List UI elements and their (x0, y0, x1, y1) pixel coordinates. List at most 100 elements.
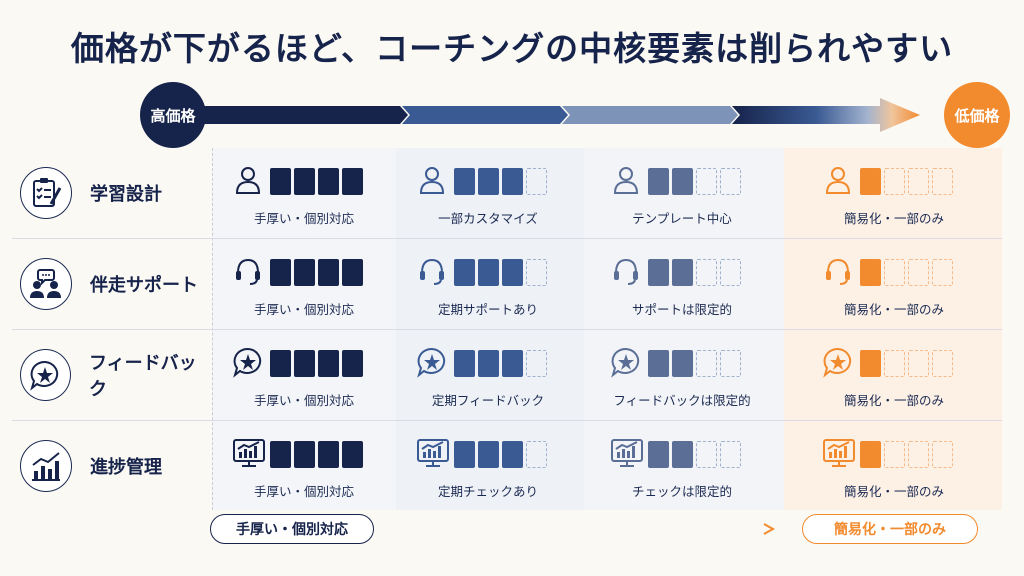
legend-dotted-arrow (386, 523, 776, 535)
level-block-empty (908, 441, 929, 468)
level-blocks (860, 350, 953, 377)
level-cell: 手厚い・個別対応 (214, 239, 394, 329)
level-block-empty (720, 168, 741, 195)
bar-chart-icon (20, 440, 72, 492)
level-block-filled (502, 441, 523, 468)
level-block-filled (648, 350, 669, 377)
level-block-filled (860, 441, 881, 468)
legend-high: 手厚い・個別対応 (210, 514, 374, 544)
level-label: 簡易化・一部のみ (843, 393, 944, 408)
level-block-filled (672, 441, 693, 468)
level-blocks (454, 350, 547, 377)
level-block-filled (648, 259, 669, 286)
level-block-filled (502, 350, 523, 377)
level-block-empty (720, 441, 741, 468)
arrow-seg-2 (402, 106, 568, 124)
level-label: 簡易化・一部のみ (843, 484, 944, 499)
level-block-filled (318, 168, 339, 195)
level-cell: 定期フィードバック (398, 330, 578, 420)
level-block-filled (672, 168, 693, 195)
level-label: 手厚い・個別対応 (253, 302, 354, 317)
level-block-empty (696, 350, 717, 377)
level-blocks (270, 168, 363, 195)
level-block-filled (502, 259, 523, 286)
level-block-filled (342, 168, 363, 195)
level-block-filled (270, 259, 291, 286)
people-chat-icon (20, 258, 72, 310)
level-block-empty (526, 259, 547, 286)
comparison-grid: 学習設計手厚い・個別対応一部カスタマイズテンプレート中心簡易化・一部のみ伴走サポ… (12, 148, 1002, 510)
level-label: 一部カスタマイズ (438, 211, 538, 226)
level-cell: 簡易化・一部のみ (804, 330, 984, 420)
arrow-seg-4 (732, 98, 920, 132)
level-block-filled (318, 441, 339, 468)
headset-icon (416, 255, 448, 287)
level-cell: フィードバックは限定的 (592, 330, 772, 420)
level-block-empty (932, 168, 953, 195)
page-title: 価格が下がるほど、コーチングの中核要素は削られやすい (70, 29, 954, 68)
headset-icon (822, 255, 854, 287)
arrow-seg-1 (190, 106, 408, 124)
level-blocks (270, 441, 363, 468)
row-title: 伴走サポート (90, 275, 198, 296)
star-bubble-icon (232, 346, 264, 378)
level-block-filled (294, 350, 315, 377)
level-blocks (860, 441, 953, 468)
star-bubble-icon (416, 346, 448, 378)
row-title: フィードバック (88, 353, 197, 400)
level-block-filled (294, 259, 315, 286)
person-icon (610, 164, 642, 196)
high-price-badge: 高価格 (140, 82, 206, 148)
level-block-empty (932, 350, 953, 377)
level-block-empty (908, 350, 929, 377)
level-block-empty (526, 350, 547, 377)
level-blocks (860, 168, 953, 195)
row-label: 学習設計 (12, 148, 212, 238)
level-block-filled (270, 168, 291, 195)
level-cell: テンプレート中心 (592, 148, 772, 238)
level-label: 定期フィードバック (431, 393, 545, 408)
level-block-empty (526, 441, 547, 468)
level-blocks (454, 259, 547, 286)
level-cell: 手厚い・個別対応 (214, 421, 394, 511)
level-block-filled (270, 441, 291, 468)
level-block-filled (342, 441, 363, 468)
headset-icon (232, 255, 264, 287)
monitor-chart-icon (822, 437, 855, 469)
level-block-filled (648, 441, 669, 468)
level-block-filled (454, 168, 475, 195)
row-title: 学習設計 (90, 184, 162, 205)
level-cell: 簡易化・一部のみ (804, 239, 984, 329)
level-label: 簡易化・一部のみ (843, 211, 944, 226)
star-bubble-icon (20, 349, 71, 401)
level-label: 定期チェックあり (437, 484, 538, 499)
level-block-empty (696, 259, 717, 286)
star-bubble-icon (822, 346, 854, 378)
level-block-filled (478, 168, 499, 195)
level-label: チェックは限定的 (631, 484, 732, 499)
level-block-filled (672, 350, 693, 377)
level-block-filled (318, 350, 339, 377)
level-block-empty (884, 350, 905, 377)
level-block-empty (696, 168, 717, 195)
level-blocks (648, 259, 741, 286)
row-label: 進捗管理 (12, 421, 212, 511)
level-block-filled (318, 259, 339, 286)
low-price-badge: 低価格 (944, 82, 1010, 148)
level-blocks (270, 259, 363, 286)
level-label: 定期サポートあり (437, 302, 538, 317)
level-block-filled (454, 350, 475, 377)
level-block-empty (932, 441, 953, 468)
level-block-filled (270, 350, 291, 377)
level-blocks (648, 441, 741, 468)
level-block-filled (294, 441, 315, 468)
level-cell: 手厚い・個別対応 (214, 330, 394, 420)
level-block-empty (526, 168, 547, 195)
level-blocks (648, 168, 741, 195)
level-block-empty (884, 441, 905, 468)
row-label: 伴走サポート (12, 239, 212, 329)
price-scale: 高価格 低価格 (140, 80, 1010, 150)
level-cell: 定期チェックあり (398, 421, 578, 511)
monitor-chart-icon (232, 437, 265, 469)
row-label: フィードバック (12, 330, 212, 420)
